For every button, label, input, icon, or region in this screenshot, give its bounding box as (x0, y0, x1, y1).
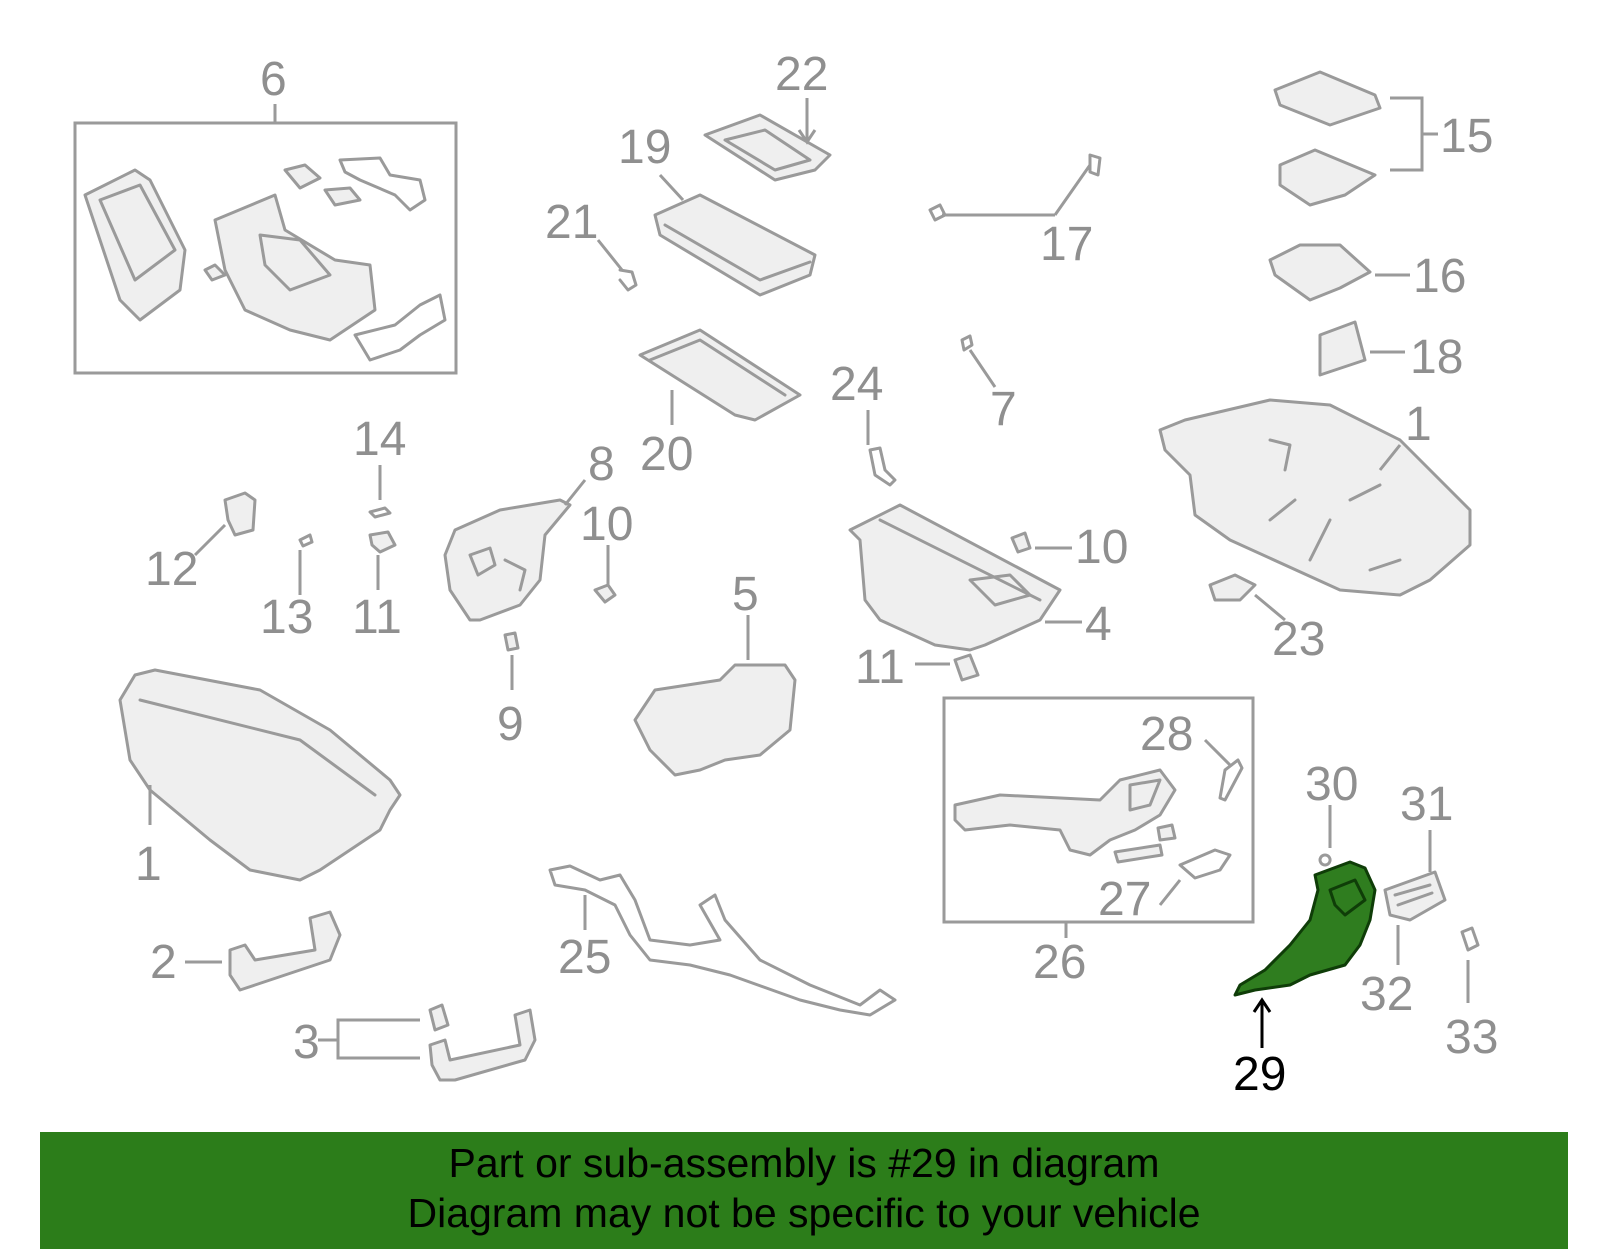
callout-29-highlighted: 29 (1233, 1048, 1286, 1101)
callout-10-right: 10 (1075, 521, 1128, 574)
part-10-left-illustration (593, 583, 617, 604)
callout-12: 12 (145, 543, 198, 596)
part-14-illustration (368, 506, 392, 519)
callout-32: 32 (1360, 968, 1413, 1021)
part-26-illustration (953, 768, 1232, 880)
part-12-illustration (223, 491, 257, 537)
part-2-illustration (228, 910, 342, 992)
part-16-illustration (1268, 243, 1372, 302)
callout-14: 14 (353, 413, 406, 466)
part-8-illustration (443, 498, 572, 622)
part-25-illustration (548, 864, 897, 1017)
part-18-illustration (1318, 320, 1367, 377)
callout-18: 18 (1410, 331, 1463, 384)
part-28-illustration (1218, 758, 1244, 802)
banner-line-part: Part or sub-assembly is #29 in diagram (448, 1140, 1160, 1186)
part-11-middle-illustration (953, 653, 980, 682)
callout-22: 22 (775, 48, 828, 101)
callout-10-left: 10 (580, 498, 633, 551)
part-1-left-illustration (118, 668, 402, 882)
info-banner: Part or sub-assembly is #29 in diagram D… (40, 1132, 1568, 1249)
part-5-illustration (633, 663, 797, 777)
part-23-illustration (1208, 573, 1257, 602)
callout-4: 4 (1085, 598, 1112, 651)
part-26-group-box (942, 696, 1255, 924)
part-21-illustration (618, 268, 638, 292)
part-22-illustration (703, 113, 832, 182)
callout-1-right: 1 (1405, 398, 1432, 451)
callout-19: 19 (618, 121, 671, 174)
part-15-illustration (1273, 70, 1382, 207)
callout-20: 20 (640, 428, 693, 481)
callout-7: 7 (990, 383, 1017, 436)
callout-13: 13 (260, 591, 313, 644)
part-13-illustration (298, 533, 314, 548)
part-11-left-illustration (368, 530, 397, 554)
callout-30: 30 (1305, 758, 1358, 811)
part-31-32-illustration (1383, 870, 1447, 922)
callout-15: 15 (1440, 110, 1493, 163)
part-3-illustration (428, 1003, 537, 1082)
part-9-illustration (503, 631, 520, 652)
part-1-right-illustration (1158, 398, 1472, 597)
callout-5: 5 (732, 568, 759, 621)
part-33-illustration (1460, 926, 1480, 952)
callout-23: 23 (1272, 613, 1325, 666)
callout-11-left: 11 (352, 591, 402, 644)
callout-21: 21 (545, 196, 598, 249)
callout-1-left: 1 (135, 838, 162, 891)
callout-11-middle: 11 (855, 641, 905, 694)
part-10-right-illustration (1010, 531, 1032, 554)
callout-26: 26 (1033, 936, 1086, 989)
part-24-illustration (868, 446, 897, 487)
callout-31: 31 (1400, 778, 1453, 831)
callout-24: 24 (830, 358, 883, 411)
part-20-illustration (638, 328, 802, 422)
callout-8: 8 (588, 438, 615, 491)
callout-2: 2 (150, 936, 177, 989)
banner-line-disclaimer: Diagram may not be specific to your vehi… (407, 1190, 1201, 1236)
part-6-group-box (73, 121, 458, 375)
part-7-illustration (960, 334, 974, 352)
part-4-illustration (848, 503, 1062, 652)
callout-33: 33 (1445, 1011, 1498, 1064)
part-6-illustration (83, 156, 447, 362)
callout-6: 6 (260, 53, 287, 106)
callout-3: 3 (293, 1016, 320, 1069)
part-19-illustration (653, 193, 817, 297)
callout-28: 28 (1140, 708, 1193, 761)
callout-25: 25 (558, 931, 611, 984)
callout-27: 27 (1098, 873, 1151, 926)
part-29-illustration (1233, 860, 1377, 997)
callout-9: 9 (497, 698, 524, 751)
callout-16: 16 (1413, 250, 1466, 303)
part-30-illustration (1318, 853, 1332, 867)
callout-17: 17 (1040, 218, 1093, 271)
